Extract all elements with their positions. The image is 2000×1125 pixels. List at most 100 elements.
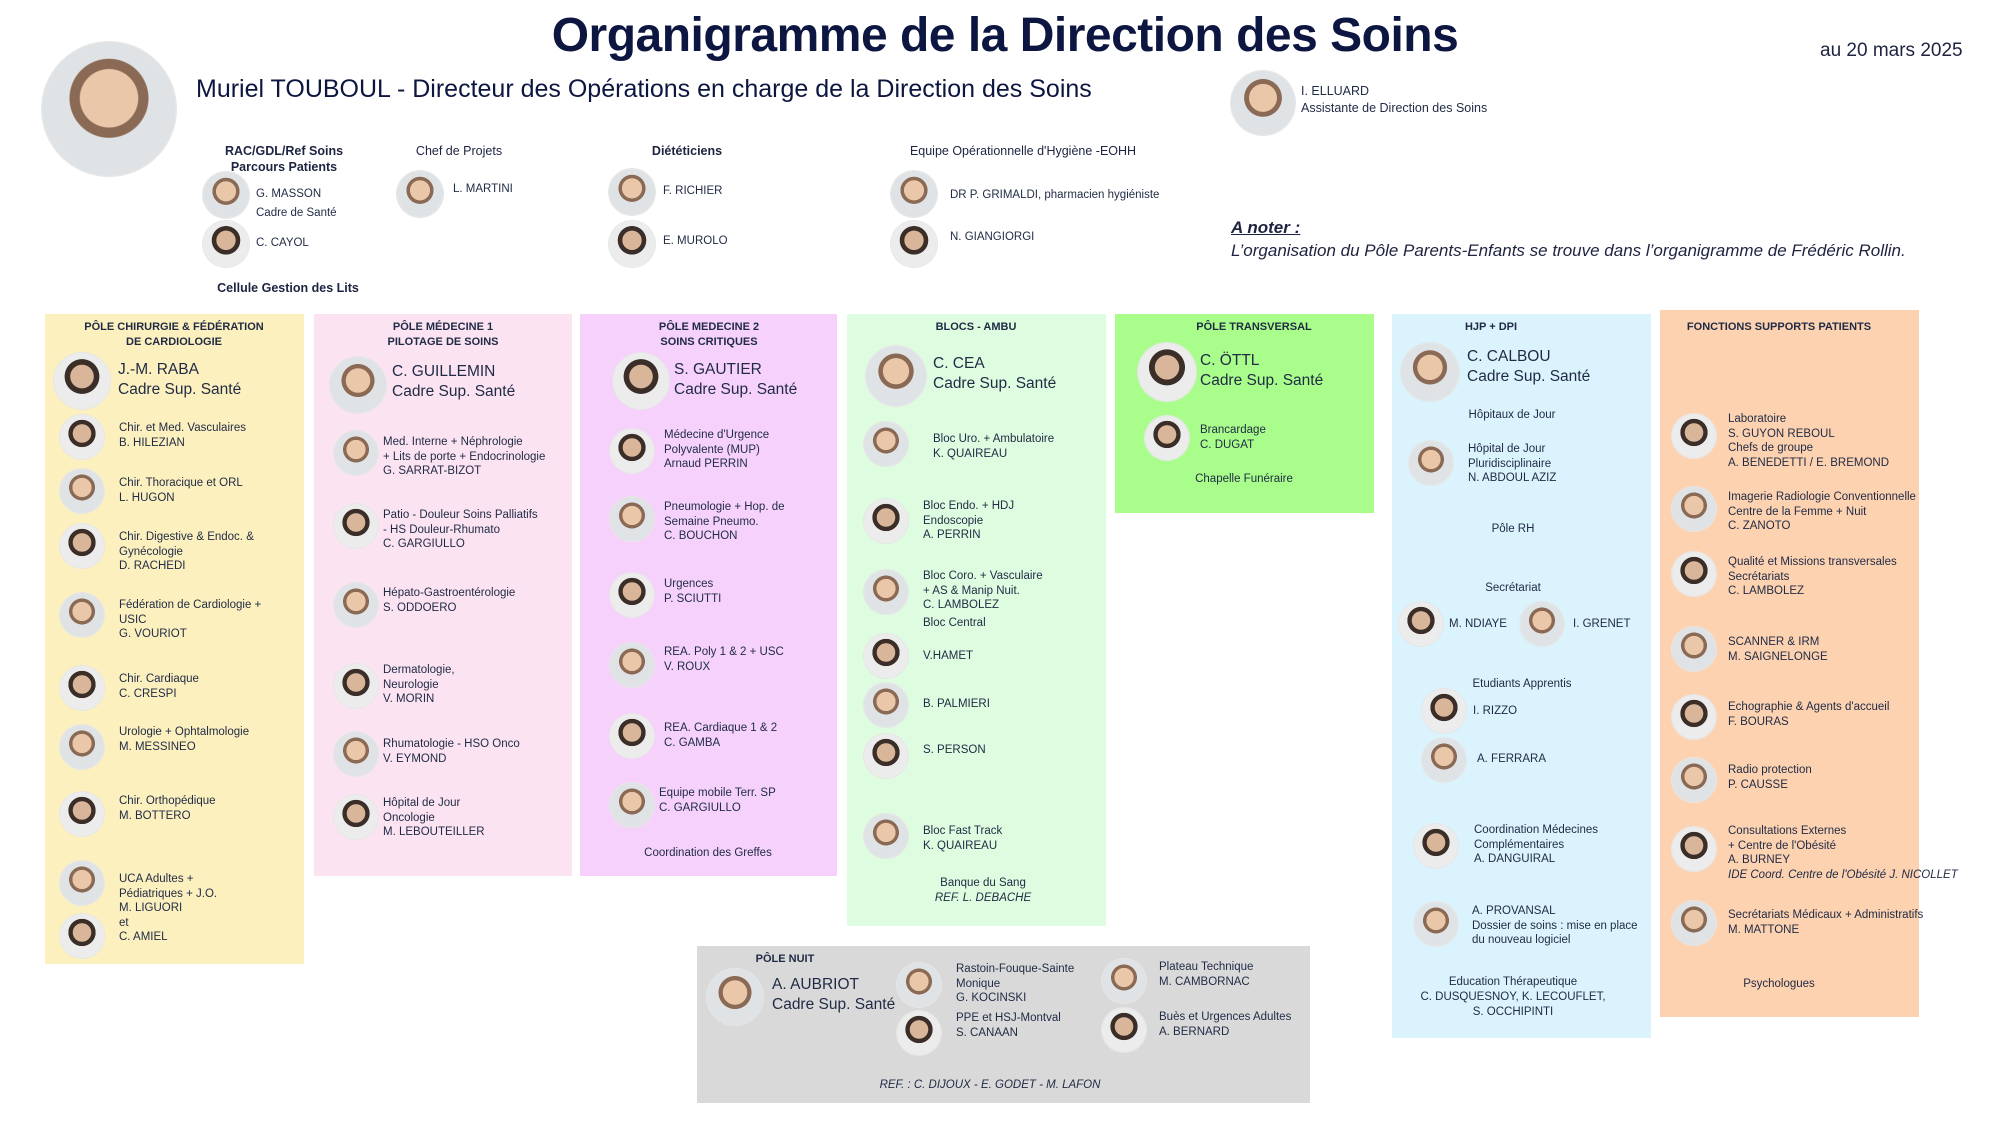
group-member: L. MARTINI xyxy=(453,180,513,199)
head-name: C. CEA xyxy=(933,355,985,372)
assistant-info: I. ELLUARD Assistante de Direction des S… xyxy=(1301,83,1487,117)
pole-label: Coordination des Greffes xyxy=(644,846,772,861)
person-photo xyxy=(864,683,908,727)
pole-member: B. PALMIERI xyxy=(923,697,990,712)
person-photo xyxy=(1672,758,1716,802)
text-line: M. BOTTERO xyxy=(119,809,191,822)
person-photo xyxy=(891,221,937,267)
text-line: V. EYMOND xyxy=(383,752,447,765)
head-role: Cadre Sup. Santé xyxy=(1200,372,1324,389)
text-line: Chir. Thoracique et ORL xyxy=(119,477,243,489)
text-line: IDE Coord. Centre de l'Obésité J. NICOLL… xyxy=(1728,868,1958,881)
text-line: Imagerie Radiologie Conventionnelle xyxy=(1728,491,1916,503)
pole-member: I. RIZZO xyxy=(1473,704,1517,719)
head-name: C. CALBOU xyxy=(1467,348,1551,365)
person-photo xyxy=(864,422,908,466)
text-line: USIC xyxy=(119,613,147,626)
pole-member: Chir. Cardiaque C. CRESPI xyxy=(119,672,199,701)
text-line: SOINS CRITIQUES xyxy=(660,336,758,348)
group-member: F. RICHIER xyxy=(663,182,722,201)
text-line: C. CRESPI xyxy=(119,687,177,700)
text-line: Qualité et Missions transversales xyxy=(1728,556,1897,568)
text-line: PÔLE TRANSVERSAL xyxy=(1196,321,1312,333)
text-line: Equipe Opérationnelle d'Hygiène -EOHH xyxy=(909,144,1137,158)
text-line: Polyvalente (MUP) xyxy=(664,443,760,456)
text-line: Chir. et Med. Vasculaires xyxy=(119,422,246,434)
text-line: Chir. Cardiaque xyxy=(119,673,199,685)
text-line: I. GRENET xyxy=(1573,618,1631,630)
text-line: Echographie & Agents d'accueil xyxy=(1728,701,1890,713)
person-photo xyxy=(60,725,104,769)
person-photo xyxy=(1422,689,1466,733)
text-line: M. NDIAYE xyxy=(1449,618,1507,630)
group-member: E. MUROLO xyxy=(663,232,728,251)
person-photo xyxy=(610,714,654,758)
text-line: S. ODDOERO xyxy=(383,601,457,614)
person-photo xyxy=(1520,602,1564,646)
assistant-photo xyxy=(1231,71,1295,135)
person-photo xyxy=(203,221,249,267)
pole-title: FONCTIONS SUPPORTS PATIENTS xyxy=(1687,320,1871,335)
text-line: Secrétariats Médicaux + Administratifs xyxy=(1728,909,1924,921)
text-line: Hôpital de Jour xyxy=(383,797,461,809)
text-line: Semaine Pneumo. xyxy=(664,515,759,528)
text-line: P. CAUSSE xyxy=(1728,778,1788,791)
text-line: Buès et Urgences Adultes xyxy=(1159,1011,1292,1023)
text-line: Urologie + Ophtalmologie xyxy=(119,726,250,738)
text-line: Chef de Projets xyxy=(415,144,503,158)
text-line: Bloc Endo. + HDJ xyxy=(923,500,1015,512)
head-name: C. GUILLEMIN xyxy=(392,363,496,380)
text-line: G. MASSON xyxy=(256,188,322,200)
person-photo xyxy=(1672,552,1716,596)
text-line: M. MATTONE xyxy=(1728,923,1800,936)
text-line: Gynécologie xyxy=(119,545,183,558)
text-line: B. PALMIERI xyxy=(923,698,990,710)
text-line: A. BERNARD xyxy=(1159,1025,1230,1038)
text-line: BLOCS - AMBU xyxy=(935,321,1017,333)
text-line: M. MESSINEO xyxy=(119,740,196,753)
head-role: Cadre Sup. Santé xyxy=(933,375,1057,392)
text-line: V.HAMET xyxy=(923,650,974,662)
group-member: C. CAYOL xyxy=(256,234,309,253)
person-photo xyxy=(609,169,655,215)
text-line: Secrétariat xyxy=(1485,582,1541,594)
text-line: Bloc Fast Track xyxy=(923,825,1003,837)
text-line: S. GUYON REBOUL xyxy=(1728,427,1835,440)
person-photo xyxy=(864,634,908,678)
text-line: V. ROUX xyxy=(664,660,711,673)
text-line: C. BOUCHON xyxy=(664,530,738,542)
head-name: C. ÖTTL xyxy=(1200,352,1260,369)
text-line: Cadre de Santé xyxy=(256,207,337,219)
pole-title: BLOCS - AMBU xyxy=(936,320,1017,335)
person-photo xyxy=(60,524,104,568)
text-line: Médecine d'Urgence xyxy=(664,429,770,441)
text-line: UCA Adultes + xyxy=(119,873,194,885)
text-line: Oncologie xyxy=(383,811,435,824)
text-line: B. HILEZIAN xyxy=(119,436,185,449)
text-line: du nouveau logiciel xyxy=(1472,934,1571,946)
text-line: C. ZANOTO xyxy=(1728,520,1791,532)
person-photo xyxy=(864,499,908,543)
assistant-role: Assistante de Direction des Soins xyxy=(1301,101,1488,115)
text-line: E. MUROLO xyxy=(663,235,728,247)
text-line: L. HUGON xyxy=(119,491,175,504)
text-line: Neurologie xyxy=(383,678,439,691)
text-line: Fédération de Cardiologie + xyxy=(119,599,262,611)
pole-member: I. GRENET xyxy=(1573,617,1631,632)
person-photo xyxy=(897,963,941,1007)
